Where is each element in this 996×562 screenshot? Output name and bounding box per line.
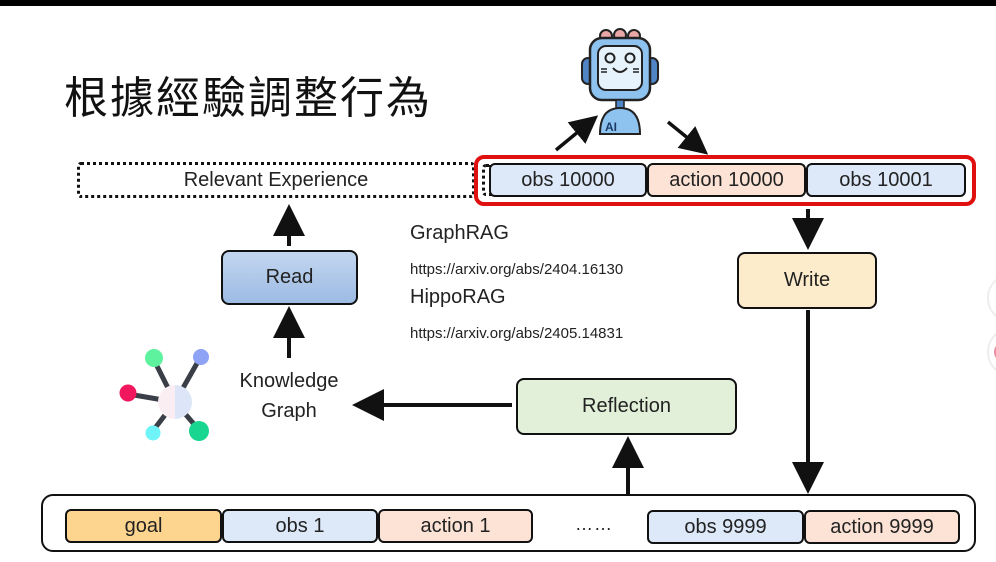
cell-label: action 9999 <box>830 515 934 538</box>
arrow-obs-to-agent <box>554 115 599 152</box>
reflection-label: Reflection <box>582 395 671 417</box>
read-box: Read <box>221 250 358 305</box>
memory-cell-obs-1: obs 1 <box>222 509 378 543</box>
arrow-agent-to-action <box>666 120 709 155</box>
memory-ellipsis: …… <box>575 514 613 534</box>
relevant-experience-box: Relevant Experience <box>77 162 475 198</box>
knowledge-graph-icon <box>119 349 209 441</box>
reflection-box: Reflection <box>516 378 737 435</box>
write-box: Write <box>737 252 877 309</box>
cell-label: action 10000 <box>669 168 784 191</box>
write-label: Write <box>783 269 831 291</box>
knowledge-graph-label: Knowledge Graph <box>224 366 354 426</box>
knowledge-graph-label-line1: Knowledge <box>239 370 339 392</box>
cell-label: obs 1 <box>275 514 325 537</box>
cell-label: action 1 <box>420 514 491 537</box>
cell-label: obs 10001 <box>839 168 933 191</box>
reference-title-hipporag: HippoRAG <box>410 286 506 308</box>
context-cell-obs-10000: obs 10000 <box>489 163 647 197</box>
current-context-highlight <box>474 155 976 206</box>
memory-cell-goal: goal <box>65 509 222 543</box>
top-black-bar <box>0 0 996 6</box>
context-cell-action-10000: action 10000 <box>647 163 806 197</box>
memory-cell-obs-9999: obs 9999 <box>647 510 804 544</box>
cell-label: goal <box>124 514 163 537</box>
reference-link-hipporag[interactable]: https://arxiv.org/abs/2405.14831 <box>410 325 624 342</box>
edge-widget-1[interactable] <box>987 274 996 322</box>
reference-link-graphrag[interactable]: https://arxiv.org/abs/2404.16130 <box>410 261 624 278</box>
memory-cell-action-9999: action 9999 <box>804 510 960 544</box>
ai-badge: AI <box>605 120 617 134</box>
robot-icon <box>581 28 659 135</box>
reference-title-graphrag: GraphRAG <box>410 222 509 244</box>
read-label: Read <box>265 266 314 288</box>
cell-label: obs 9999 <box>684 515 767 538</box>
context-dotted-edge <box>482 164 492 196</box>
memory-cell-action-1: action 1 <box>378 509 533 543</box>
relevant-experience-label: Relevant Experience <box>183 168 369 191</box>
slide-title: 根據經驗調整行為 <box>64 73 432 124</box>
edge-widget-2[interactable] <box>987 328 996 376</box>
cell-label: obs 10000 <box>521 168 615 191</box>
context-cell-obs-10001: obs 10001 <box>806 163 966 197</box>
knowledge-graph-label-line2: Graph <box>261 400 317 422</box>
